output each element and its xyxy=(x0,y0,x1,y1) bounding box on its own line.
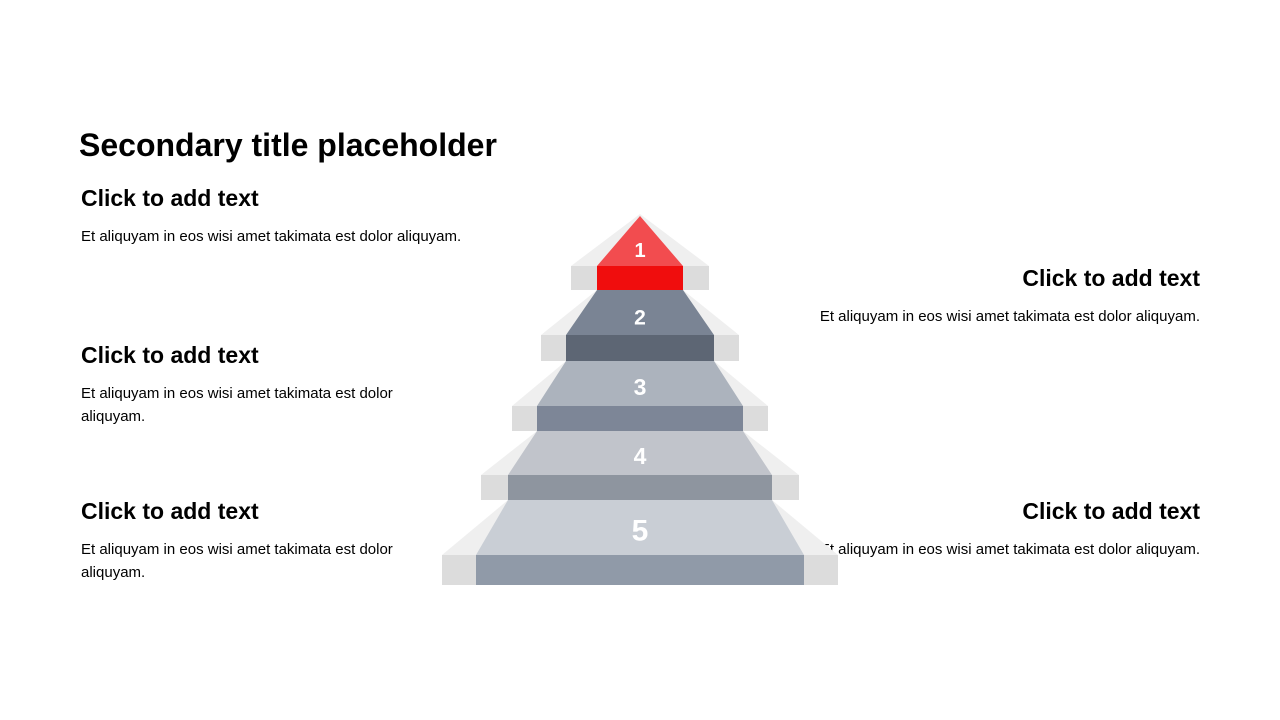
step-4-top xyxy=(508,431,772,475)
step-5-number: 5 xyxy=(632,515,649,548)
block-body[interactable]: Et aliquyam in eos wisi amet takimata es… xyxy=(819,308,1200,325)
step-3-front xyxy=(537,406,743,431)
step-1-front xyxy=(597,266,683,290)
step-1-side-front-left xyxy=(571,266,597,290)
step-5-top xyxy=(476,500,804,555)
step-3-side-front-right xyxy=(743,406,768,431)
step-1-number: 1 xyxy=(634,240,645,262)
block-body[interactable]: Et aliquyam in eos wisi amet takimata es… xyxy=(81,385,393,425)
block-heading[interactable]: Click to add text xyxy=(81,185,259,211)
slide-title[interactable]: Secondary title placeholder xyxy=(79,127,497,163)
step-3-side-front-left xyxy=(512,406,537,431)
step-3-number: 3 xyxy=(634,374,647,400)
step-5-side-front-right xyxy=(804,555,838,585)
block-heading[interactable]: Click to add text xyxy=(1022,498,1200,524)
step-1-side-front-right xyxy=(683,266,709,290)
text-block-4[interactable]: Click to add text Et aliquyam in eos wis… xyxy=(81,496,426,584)
block-heading[interactable]: Click to add text xyxy=(1022,265,1200,291)
step-2-side-front-left xyxy=(541,335,566,361)
step-2-number: 2 xyxy=(634,307,646,330)
step-2-front xyxy=(566,335,714,361)
step-4-number: 4 xyxy=(634,443,647,469)
text-block-3[interactable]: Click to add text Et aliquyam in eos wis… xyxy=(81,340,426,428)
text-block-2[interactable]: Click to add text Et aliquyam in eos wis… xyxy=(780,263,1200,328)
text-block-5[interactable]: Click to add text Et aliquyam in eos wis… xyxy=(780,496,1200,561)
step-4-side-front-left xyxy=(481,475,508,500)
step-5-front xyxy=(476,555,804,585)
step-4-front xyxy=(508,475,772,500)
step-1-top xyxy=(597,216,683,266)
step-4-side-front-right xyxy=(772,475,799,500)
step-3-top xyxy=(537,361,743,406)
step-2-side-front-right xyxy=(714,335,739,361)
block-body[interactable]: Et aliquyam in eos wisi amet takimata es… xyxy=(81,228,462,245)
text-block-1[interactable]: Click to add text Et aliquyam in eos wis… xyxy=(81,183,521,248)
block-body[interactable]: Et aliquyam in eos wisi amet takimata es… xyxy=(819,541,1200,558)
block-heading[interactable]: Click to add text xyxy=(81,342,259,368)
step-2-top xyxy=(566,290,714,335)
block-heading[interactable]: Click to add text xyxy=(81,498,259,524)
block-body[interactable]: Et aliquyam in eos wisi amet takimata es… xyxy=(81,541,393,581)
step-5-side-front-left xyxy=(442,555,476,585)
